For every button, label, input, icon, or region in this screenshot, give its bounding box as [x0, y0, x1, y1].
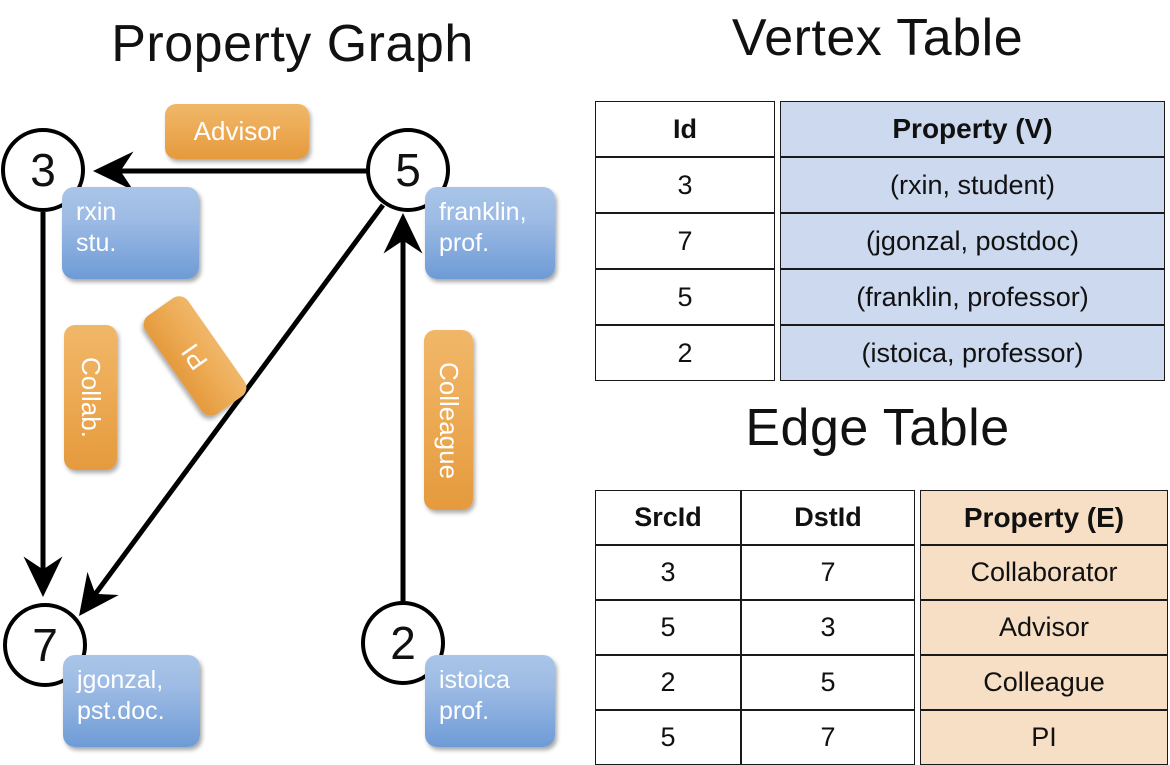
- vertex-row-1-property: (jgonzal, postdoc): [780, 213, 1165, 269]
- edge-row-1-dst: 3: [741, 600, 915, 655]
- edge-row-1-property: Advisor: [920, 600, 1168, 655]
- edge-row-0-src: 3: [595, 545, 741, 600]
- property-box-node-2-line2: prof.: [439, 696, 490, 725]
- graph-node-2[interactable]: 2: [361, 601, 445, 685]
- property-box-node-2-line1: istoica: [439, 666, 510, 694]
- edge-row-2-dst: 5: [741, 655, 915, 710]
- property-box-node-5-line2: prof.: [439, 228, 490, 257]
- table-row: 2 (istoica, professor): [595, 325, 1165, 381]
- property-box-node-5: franklin, prof.: [425, 187, 555, 279]
- table-row: 7 (jgonzal, postdoc): [595, 213, 1165, 269]
- vertex-row-0-id: 3: [595, 157, 775, 213]
- edge-row-3-dst: 7: [741, 710, 915, 765]
- edge-row-3-property: PI: [920, 710, 1168, 765]
- edge-row-0-dst: 7: [741, 545, 915, 600]
- table-row: 3 (rxin, student): [595, 157, 1165, 213]
- table-row: 5 7 PI: [595, 710, 1168, 765]
- edge-row-0-property: Collaborator: [920, 545, 1168, 600]
- vertex-table-header-row: Id Property (V): [595, 101, 1165, 157]
- edge-table-header-row: SrcId DstId Property (E): [595, 490, 1168, 545]
- edge-row-2-src: 2: [595, 655, 741, 710]
- edge-row-2-property: Colleague: [920, 655, 1168, 710]
- table-row: 3 7 Collaborator: [595, 545, 1168, 600]
- edge-table-header-dstid: DstId: [741, 490, 915, 545]
- vertex-row-2-property: (franklin, professor): [780, 269, 1165, 325]
- edge-label-colleague: Colleague: [424, 330, 473, 510]
- page-title-vertex-table: Vertex Table: [731, 9, 1024, 67]
- page-title-edge-table: Edge Table: [745, 399, 1010, 457]
- vertex-table-header-property: Property (V): [780, 101, 1165, 157]
- edge-label-colleague-text: Colleague: [434, 361, 464, 479]
- property-box-node-7-line1: jgonzal,: [77, 666, 164, 694]
- property-box-node-3: rxin stu.: [62, 187, 199, 279]
- edge-label-advisor: Advisor: [165, 104, 309, 159]
- property-box-node-5-line1: franklin,: [439, 198, 527, 226]
- property-box-node-3-line2: stu.: [76, 228, 117, 257]
- vertex-row-2-id: 5: [595, 269, 775, 325]
- edge-table-header-srcid: SrcId: [595, 490, 741, 545]
- edge-row-1-src: 5: [595, 600, 741, 655]
- table-row: 2 5 Colleague: [595, 655, 1168, 710]
- vertex-table-header-id: Id: [595, 101, 775, 157]
- vertex-table: Id Property (V) 3 (rxin, student) 7 (jgo…: [595, 101, 1165, 381]
- graph-edges-svg: [23, 151, 423, 617]
- edge-label-collab-text: Collab.: [76, 357, 106, 438]
- page-title-property-graph: Property Graph: [111, 15, 474, 73]
- edge-table: SrcId DstId Property (E) 3 7 Collaborato…: [595, 490, 1168, 765]
- property-box-node-3-line1: rxin: [76, 198, 117, 226]
- edge-label-collab: Collab.: [64, 325, 117, 470]
- graph-node-5[interactable]: 5: [366, 128, 450, 212]
- edge-5-to-7-pi: [79, 203, 386, 617]
- table-row: 5 (franklin, professor): [595, 269, 1165, 325]
- property-graph-diagram: 3 5 7 2 rxin stu. franklin, prof. jgonza…: [0, 0, 585, 760]
- vertex-row-3-property: (istoica, professor): [780, 325, 1165, 381]
- property-box-node-7: jgonzal, pst.doc.: [63, 655, 200, 747]
- edge-row-3-src: 5: [595, 710, 741, 765]
- vertex-row-0-property: (rxin, student): [780, 157, 1165, 213]
- vertex-row-3-id: 2: [595, 325, 775, 381]
- edge-label-pi-text: PI: [175, 337, 214, 375]
- edge-table-header-property: Property (E): [920, 490, 1168, 545]
- edge-label-advisor-text: Advisor: [193, 116, 281, 146]
- table-row: 5 3 Advisor: [595, 600, 1168, 655]
- vertex-row-1-id: 7: [595, 213, 775, 269]
- property-box-node-2: istoica prof.: [425, 655, 555, 747]
- property-box-node-7-line2: pst.doc.: [77, 696, 165, 725]
